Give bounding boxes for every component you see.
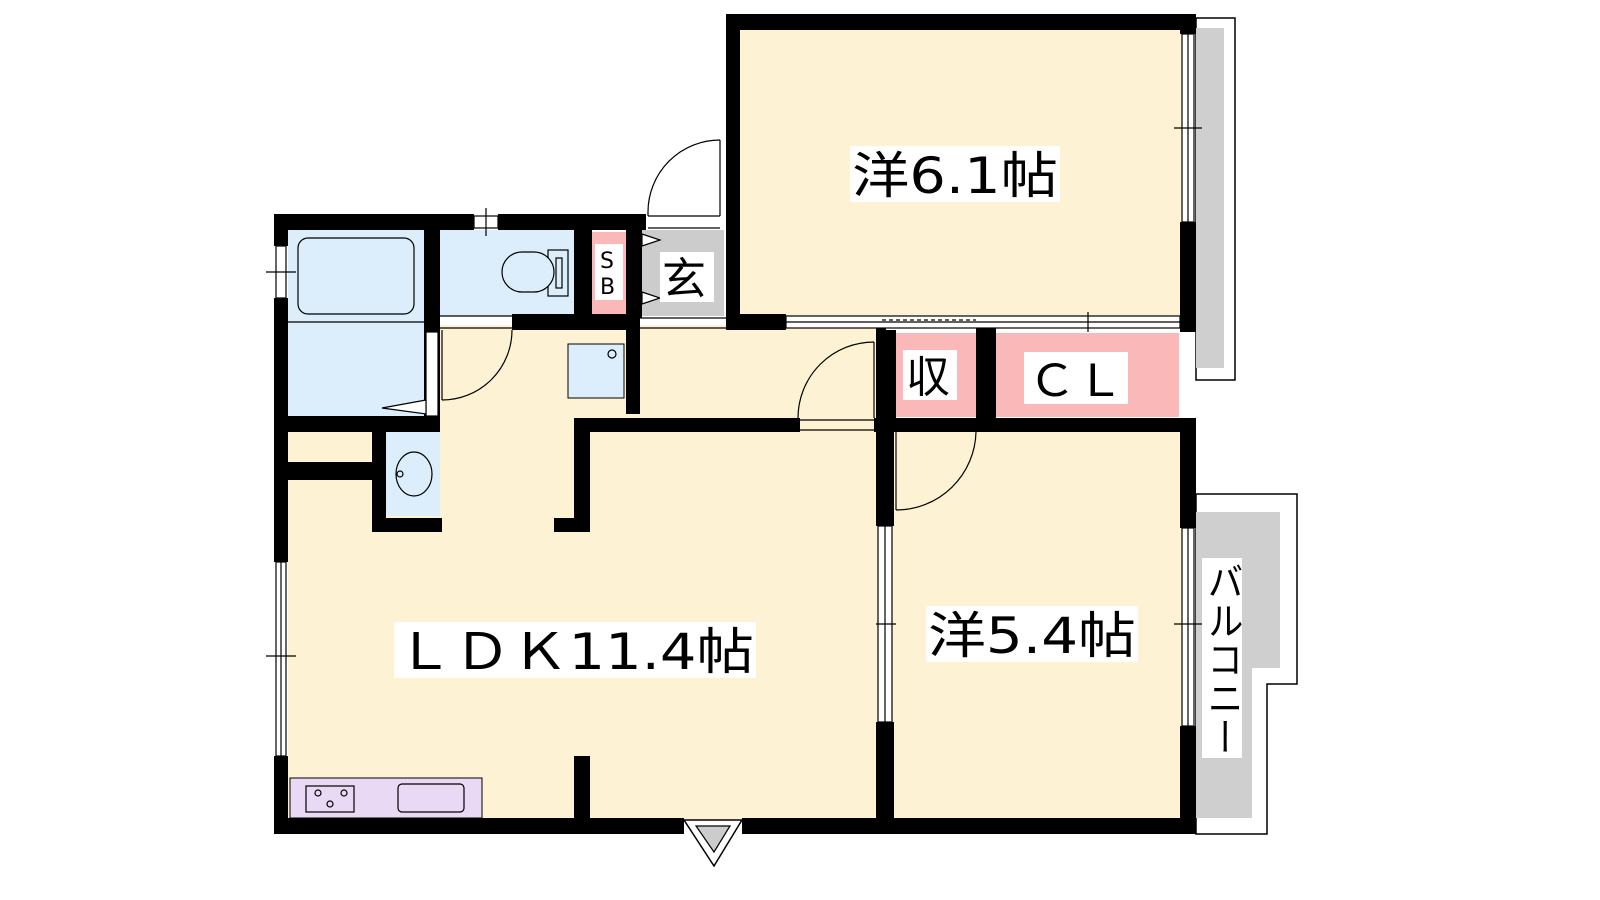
room-label-storage: 収: [906, 352, 950, 403]
room-label-shoe-box-s: S: [600, 249, 614, 274]
walls: [274, 14, 1196, 834]
fixtures: [288, 237, 744, 868]
hall-floor: [628, 330, 888, 425]
door-swing-hall: [797, 341, 875, 419]
windows: [266, 33, 1202, 757]
room-label-closet: ＣＬ: [1028, 356, 1124, 407]
room-label-western-lower: 洋5.4帖: [928, 607, 1136, 665]
sink-icon: [397, 783, 465, 813]
door-swing-wash: [441, 329, 513, 401]
fridge-space: [567, 343, 625, 399]
balcony-upper-inner: [1196, 28, 1224, 368]
door-swings: [441, 139, 977, 511]
bathtub: [297, 237, 415, 315]
toilet-bowl: [501, 251, 555, 293]
door-swing-entrance: [647, 139, 721, 213]
stove-icon: [305, 785, 355, 813]
room-label-ldk: ＬＤＫ11.4帖: [396, 623, 754, 681]
room-label-entrance: 玄: [662, 254, 706, 305]
drain-icon: [607, 349, 617, 359]
room-label-western-upper: 洋6.1帖: [852, 147, 1058, 205]
kitchen-counter: [289, 777, 483, 819]
room-label-balcony: バルコニー: [1202, 562, 1243, 756]
labels: 洋6.1帖 洋5.4帖 ＬＤＫ11.4帖 玄 S B 収 ＣＬ バルコニー: [394, 146, 1243, 758]
door-swing-western-lower: [895, 431, 977, 511]
bath-door-frame: [425, 331, 439, 417]
wash-basin: [395, 451, 433, 497]
shoe-box-door-marks: [641, 233, 662, 247]
room-label-shoe-box-b: B: [600, 275, 615, 300]
